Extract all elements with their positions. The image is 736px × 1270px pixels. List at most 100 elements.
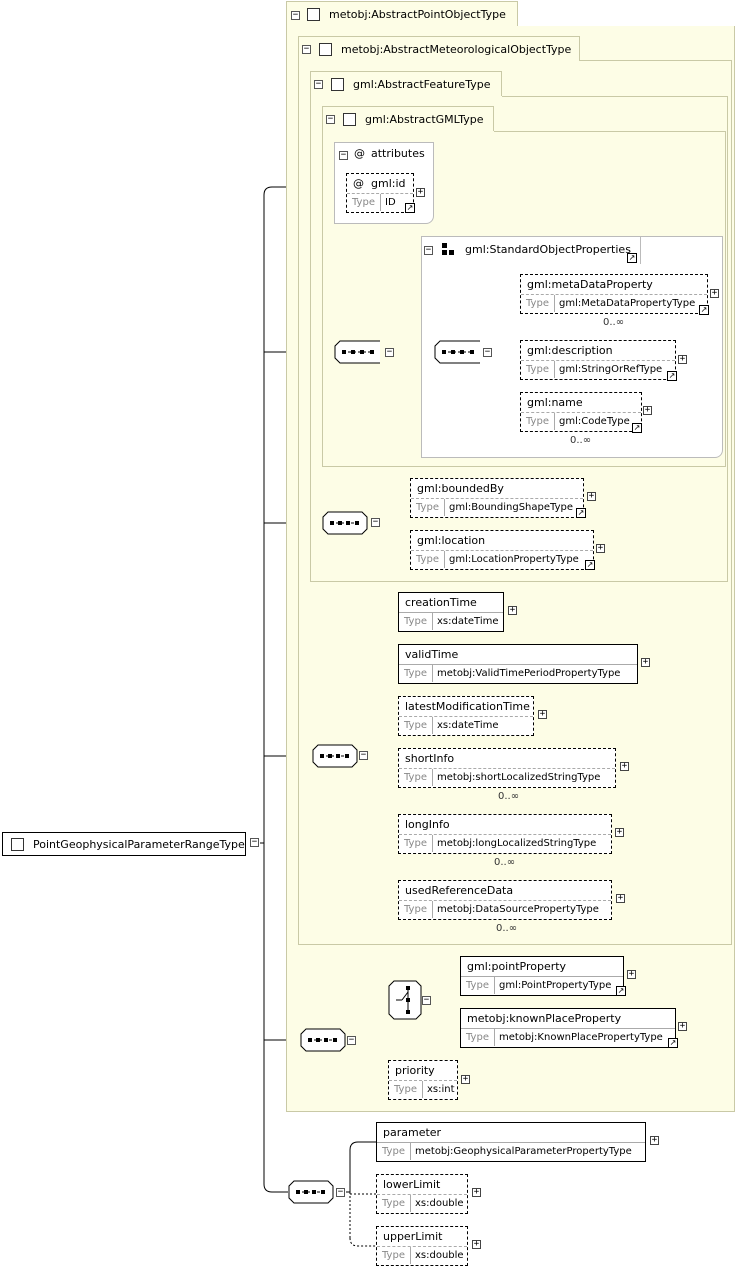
type-value: ID [385, 197, 396, 208]
element-priority[interactable]: priority Type xs:int [388, 1060, 458, 1100]
sequence-5-collapse-toggle[interactable]: − [347, 1035, 356, 1045]
type-key: Type [399, 665, 433, 682]
element-usedreferencedata[interactable]: usedReferenceData Type metobj:DataSource… [398, 880, 612, 920]
checkbox[interactable] [331, 78, 344, 91]
go-to-type-icon[interactable]: ↗ [405, 203, 415, 213]
sequence-4-collapse-toggle[interactable]: − [359, 750, 368, 760]
expand-name-button[interactable]: + [643, 405, 652, 415]
expand-usedreferencedata-button[interactable]: + [616, 893, 625, 903]
panel-title: gml:AbstractFeatureType [353, 78, 491, 91]
choice-collapse-toggle[interactable]: − [422, 995, 431, 1005]
expand-upperlimit-button[interactable]: + [472, 1239, 481, 1249]
expand-parameter-button[interactable]: + [650, 1135, 659, 1145]
element-name: gml:boundedBy [417, 482, 504, 495]
root-collapse-toggle[interactable]: − [250, 837, 259, 847]
sequence-compositor-6[interactable] [288, 1180, 334, 1204]
expand-longinfo-button[interactable]: + [615, 827, 624, 837]
expand-description-button[interactable]: + [678, 354, 687, 364]
checkbox[interactable] [343, 113, 356, 126]
type-row: Type xs:double [377, 1246, 467, 1265]
group-label: gml:StandardObjectProperties [465, 243, 631, 256]
collapse-toggle[interactable]: − [326, 114, 335, 124]
expand-knownplaceproperty-button[interactable]: + [678, 1021, 687, 1031]
sequence-6-collapse-toggle[interactable]: − [336, 1187, 345, 1197]
expand-location-button[interactable]: + [596, 543, 605, 553]
cardinality-label: 0..∞ [498, 791, 520, 802]
sequence-1-collapse-toggle[interactable]: − [385, 347, 394, 357]
expand-validtime-button[interactable]: + [641, 657, 650, 667]
type-key: Type [347, 194, 381, 211]
expand-creationtime-button[interactable]: + [508, 605, 517, 615]
root-type-box[interactable]: PointGeophysicalParameterRangeType [2, 832, 246, 856]
type-key: Type [399, 769, 433, 786]
sequence-compositor-2[interactable] [434, 340, 480, 364]
sequence-compositor-1[interactable] [334, 340, 380, 364]
expand-gml-id-button[interactable]: + [416, 187, 425, 197]
expand-metadataproperty-button[interactable]: + [710, 288, 719, 298]
panel-top-edge [494, 131, 726, 132]
element-gml-description[interactable]: gml:description Type gml:StringOrRefType [520, 340, 676, 380]
type-row: Type gml:LocationPropertyType [411, 550, 593, 569]
tab-abstract-meteorological-object[interactable]: − metobj:AbstractMeteorologicalObjectTyp… [298, 36, 580, 62]
element-parameter[interactable]: parameter Type metobj:GeophysicalParamet… [376, 1122, 646, 1162]
tab-abstract-point-object[interactable]: − metobj:AbstractPointObjectType [286, 1, 518, 27]
element-validtime[interactable]: validTime Type metobj:ValidTimePeriodPro… [398, 644, 638, 684]
type-value: metobj:KnownPlacePropertyType [499, 1032, 663, 1043]
panel-title: metobj:AbstractPointObjectType [329, 8, 506, 21]
element-shortinfo[interactable]: shortInfo Type metobj:shortLocalizedStri… [398, 748, 616, 788]
go-to-type-icon[interactable]: ↗ [699, 305, 709, 315]
element-gml-boundedby[interactable]: gml:boundedBy Type gml:BoundingShapeType [410, 478, 584, 518]
attributes-collapse-toggle[interactable]: − [339, 150, 348, 160]
expand-lowerlimit-button[interactable]: + [472, 1187, 481, 1197]
attribute-gml-id[interactable]: @ gml:id Type ID [346, 173, 414, 213]
element-name: usedReferenceData [405, 884, 514, 897]
expand-pointproperty-button[interactable]: + [627, 969, 636, 979]
checkbox[interactable] [307, 8, 320, 21]
type-value: xs:dateTime [437, 720, 499, 731]
element-lowerlimit[interactable]: lowerLimit Type xs:double [376, 1174, 468, 1214]
go-to-type-icon[interactable]: ↗ [667, 371, 677, 381]
element-creationtime[interactable]: creationTime Type xs:dateTime [398, 592, 504, 632]
sequence-compositor-3[interactable] [322, 511, 368, 535]
tab-abstract-feature[interactable]: − gml:AbstractFeatureType [310, 71, 502, 97]
go-to-group-icon[interactable]: ↗ [627, 253, 637, 263]
expand-priority-button[interactable]: + [461, 1074, 470, 1084]
sequence-3-collapse-toggle[interactable]: − [371, 517, 380, 527]
sequence-compositor-5[interactable] [300, 1028, 346, 1052]
element-name: gml:location [417, 534, 486, 547]
go-to-type-icon[interactable]: ↗ [632, 423, 642, 433]
choice-compositor-icon[interactable] [388, 980, 422, 1020]
element-upperlimit[interactable]: upperLimit Type xs:double [376, 1226, 468, 1266]
expand-latestmodificationtime-button[interactable]: + [538, 709, 547, 719]
expand-boundedby-button[interactable]: + [587, 491, 596, 501]
root-checkbox[interactable] [11, 838, 24, 851]
tab-abstract-gml[interactable]: − gml:AbstractGMLType [322, 106, 494, 132]
go-to-type-icon[interactable]: ↗ [585, 560, 595, 570]
element-gml-metadataproperty[interactable]: gml:metaDataProperty Type gml:MetaDataPr… [520, 274, 708, 314]
collapse-toggle[interactable]: − [302, 44, 311, 54]
group-collapse-toggle[interactable]: − [424, 245, 433, 255]
element-gml-location[interactable]: gml:location Type gml:LocationPropertyTy… [410, 530, 594, 570]
element-name: priority [395, 1064, 435, 1077]
type-key: Type [461, 1029, 495, 1046]
collapse-toggle[interactable]: − [291, 10, 300, 20]
type-value: xs:dateTime [437, 616, 499, 627]
element-latestmodificationtime[interactable]: latestModificationTime Type xs:dateTime [398, 696, 534, 736]
go-to-type-icon[interactable]: ↗ [576, 508, 586, 518]
type-row: Type gml:BoundingShapeType [411, 498, 583, 517]
collapse-toggle[interactable]: − [314, 79, 323, 89]
go-to-type-icon[interactable]: ↗ [616, 986, 626, 996]
sequence-2-collapse-toggle[interactable]: − [483, 347, 492, 357]
sequence-compositor-4[interactable] [312, 744, 358, 768]
element-name: shortInfo [405, 752, 455, 765]
go-to-type-icon[interactable]: ↗ [668, 1038, 678, 1048]
checkbox[interactable] [319, 43, 332, 56]
model-group-icon [442, 243, 454, 255]
element-gml-name[interactable]: gml:name Type gml:CodeType [520, 392, 642, 432]
expand-shortinfo-button[interactable]: + [620, 761, 629, 771]
element-gml-pointproperty[interactable]: gml:pointProperty Type gml:PointProperty… [460, 956, 624, 996]
element-name: upperLimit [383, 1230, 443, 1243]
element-longinfo[interactable]: longInfo Type metobj:longLocalizedString… [398, 814, 612, 854]
element-metobj-knownplaceproperty[interactable]: metobj:knownPlaceProperty Type metobj:Kn… [460, 1008, 676, 1048]
type-value: xs:int [427, 1084, 455, 1095]
